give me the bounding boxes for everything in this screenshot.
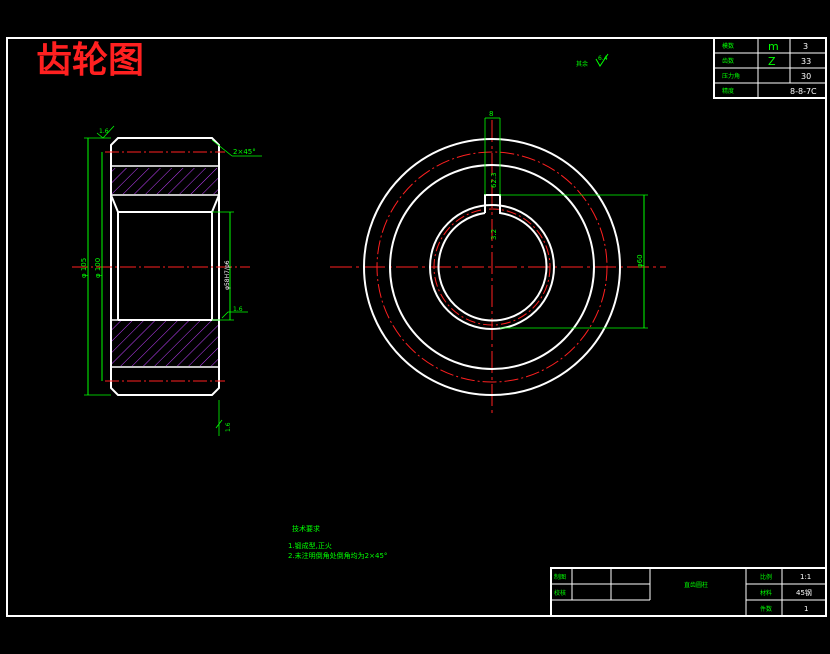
dim-dia-inner: φ 100 — [94, 258, 102, 278]
dim-height: φ60 — [636, 254, 644, 268]
hatch-bottom — [112, 321, 218, 366]
param-row-name: 压力角 — [722, 72, 740, 80]
tip-circle — [363, 138, 621, 396]
param-row-name: 模数 — [722, 42, 734, 50]
drawing-frame — [6, 37, 827, 617]
chamfer-label: 2×45° — [233, 148, 256, 156]
tech-requirements: 技术要求 1.锻成型,正火 2.未注明倒角处倒角均为2×45° — [288, 524, 387, 560]
dim-dia-outer: φ 105 — [80, 258, 88, 278]
roughness-symbol-icon — [215, 400, 223, 436]
title-check-label: 校核 — [554, 589, 566, 597]
title-scale-label: 比例 — [760, 573, 772, 581]
hub-red-circle — [433, 208, 551, 326]
tech-item: 1.锻成型,正火 — [288, 541, 332, 550]
roughness-symbol-icon — [595, 53, 609, 67]
param-row-value: 33 — [801, 57, 811, 66]
root-circle — [389, 164, 595, 370]
front-view: 8 62.3 3.2 φ60 — [330, 110, 666, 415]
title-part-name: 直齿圆柱 — [684, 581, 708, 589]
dim-key-width: 8 — [489, 110, 493, 118]
title-qty-value: 1 — [804, 605, 808, 613]
roughness-mid: 1.6 — [233, 306, 243, 313]
side-view-outline — [110, 137, 220, 396]
title-qty-label: 件数 — [760, 605, 772, 613]
tech-item: 2.未注明倒角处倒角均为2×45° — [288, 551, 387, 560]
roughness-note-label: 其余 — [576, 60, 588, 68]
bore-with-keyway — [437, 194, 548, 322]
hatch-top — [112, 168, 218, 194]
dim-dia-bore: φ58H7/p6 — [224, 260, 231, 290]
param-table: 模数 m 3 齿数 Z 33 压力角 30 精度 8-8-7C — [713, 37, 827, 99]
pitch-circle — [376, 151, 608, 383]
tech-heading: 技术要求 — [292, 524, 320, 533]
hub-circle — [429, 204, 555, 330]
param-row-symbol: Z — [768, 55, 776, 68]
dim-bore-offset: 3.2 — [490, 229, 498, 240]
roughness-bottom: 1.6 — [225, 422, 232, 432]
param-row-value: 3 — [803, 42, 808, 51]
title-material-value: 45钢 — [796, 588, 812, 597]
title-drawn-label: 制图 — [554, 573, 566, 581]
param-row-name: 精度 — [722, 87, 734, 95]
roughness-symbol-icon — [96, 125, 115, 139]
roughness-note: 其余 6.4 — [576, 53, 609, 68]
side-view: φ 105 φ 100 φ58H7/p6 2×45° 1.6 1.6 1.6 — [72, 125, 262, 436]
roughness-note-value: 6.4 — [598, 55, 608, 62]
param-row-symbol: m — [768, 40, 779, 53]
param-row-value: 8-8-7C — [790, 87, 817, 96]
title-material-label: 材料 — [760, 589, 772, 597]
roughness-symbol-icon — [221, 311, 248, 319]
title-scale-value: 1:1 — [800, 573, 811, 581]
param-row-value: 30 — [801, 72, 811, 81]
roughness-top: 1.6 — [99, 128, 109, 135]
dim-key-depth: 62.3 — [490, 172, 498, 188]
drawing-title: 齿轮图 — [36, 40, 144, 81]
param-row-name: 齿数 — [722, 57, 734, 65]
title-block: 制图 校核 直齿圆柱 比例 1:1 材料 45钢 件数 1 — [550, 567, 827, 617]
